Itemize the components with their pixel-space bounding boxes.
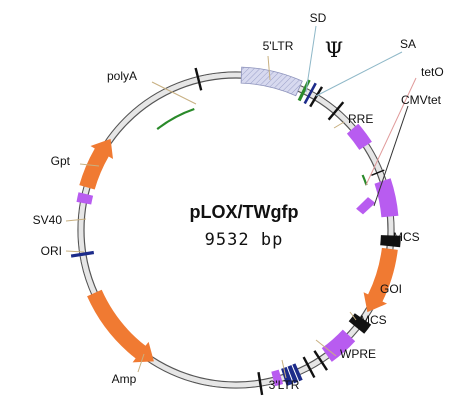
backbone-band — [78, 72, 394, 388]
leader-polya — [151, 81, 197, 105]
label-five-ltr: 5'LTR — [263, 39, 294, 53]
goi-arrow — [363, 247, 398, 313]
label-psi: Ψ — [325, 38, 343, 62]
plasmid-name: pLOX/TWgfp — [190, 202, 299, 222]
leader-rre — [333, 121, 345, 129]
sv40-block — [76, 192, 94, 205]
leader-five-ltr — [267, 55, 271, 81]
leader-amp — [137, 353, 145, 373]
mcs-top-block — [380, 235, 401, 248]
label-teto: tetO — [421, 65, 444, 79]
three-ltr-stripe-1 — [290, 362, 301, 385]
label-sd: SD — [310, 11, 327, 25]
label-mcs-top: MCS — [393, 230, 420, 244]
label-cmvtet: CMVtet — [401, 93, 442, 107]
leader-mcs-bottom — [349, 311, 357, 321]
leader-cmvtet — [373, 105, 409, 207]
five-ltr-block — [240, 66, 303, 97]
label-goi: GOI — [380, 282, 402, 296]
leader-lines — [65, 25, 417, 379]
three-ltr-stripe-2 — [285, 364, 295, 387]
leader-wpre — [315, 339, 337, 357]
rre-block — [346, 123, 372, 150]
leader-gpt — [79, 163, 100, 167]
backbone-outer — [77, 71, 395, 389]
label-gpt: Gpt — [51, 154, 71, 168]
top-left-mark — [194, 67, 203, 91]
three-ltr-mark-2 — [257, 372, 264, 396]
gpt-arrow — [79, 138, 113, 190]
label-ori: ORI — [41, 244, 62, 258]
label-amp: Amp — [112, 372, 137, 386]
three-ltr-navy-block — [281, 363, 303, 386]
teto-arc — [361, 174, 368, 186]
rre-left-mark — [327, 101, 345, 121]
backbone-inner — [83, 77, 389, 383]
label-three-ltr: 3'LTR — [269, 378, 300, 392]
label-wpre: WPRE — [340, 347, 376, 361]
ori-mark — [70, 250, 95, 258]
label-mcs-bottom: MCS — [360, 313, 387, 327]
reverse-purple-arrow — [356, 197, 376, 215]
leader-sv40 — [65, 218, 87, 222]
leader-three-ltr — [281, 359, 287, 379]
cmvtet-block — [374, 178, 399, 218]
leader-teto — [365, 77, 417, 186]
leader-ori — [65, 250, 85, 253]
label-rre: RRE — [348, 112, 373, 126]
label-sv40: SV40 — [33, 213, 63, 227]
wpre-block — [321, 329, 356, 362]
wpre-end-mark — [313, 350, 329, 371]
three-ltr-mark-1 — [302, 356, 316, 379]
psi-navy-mark — [303, 82, 317, 105]
amp-arrow — [87, 289, 154, 363]
polya-arc — [156, 107, 195, 130]
label-polya: polyA — [107, 69, 137, 83]
teto-mark — [371, 169, 385, 176]
leader-sa — [315, 51, 403, 97]
label-sa: SA — [400, 37, 416, 51]
feature-layer — [70, 66, 401, 396]
leader-sd — [305, 25, 317, 93]
five-ltr-end-mark — [309, 86, 324, 108]
plasmid-size: 9532 bp — [205, 230, 284, 250]
three-ltr-small-purple — [271, 369, 284, 387]
